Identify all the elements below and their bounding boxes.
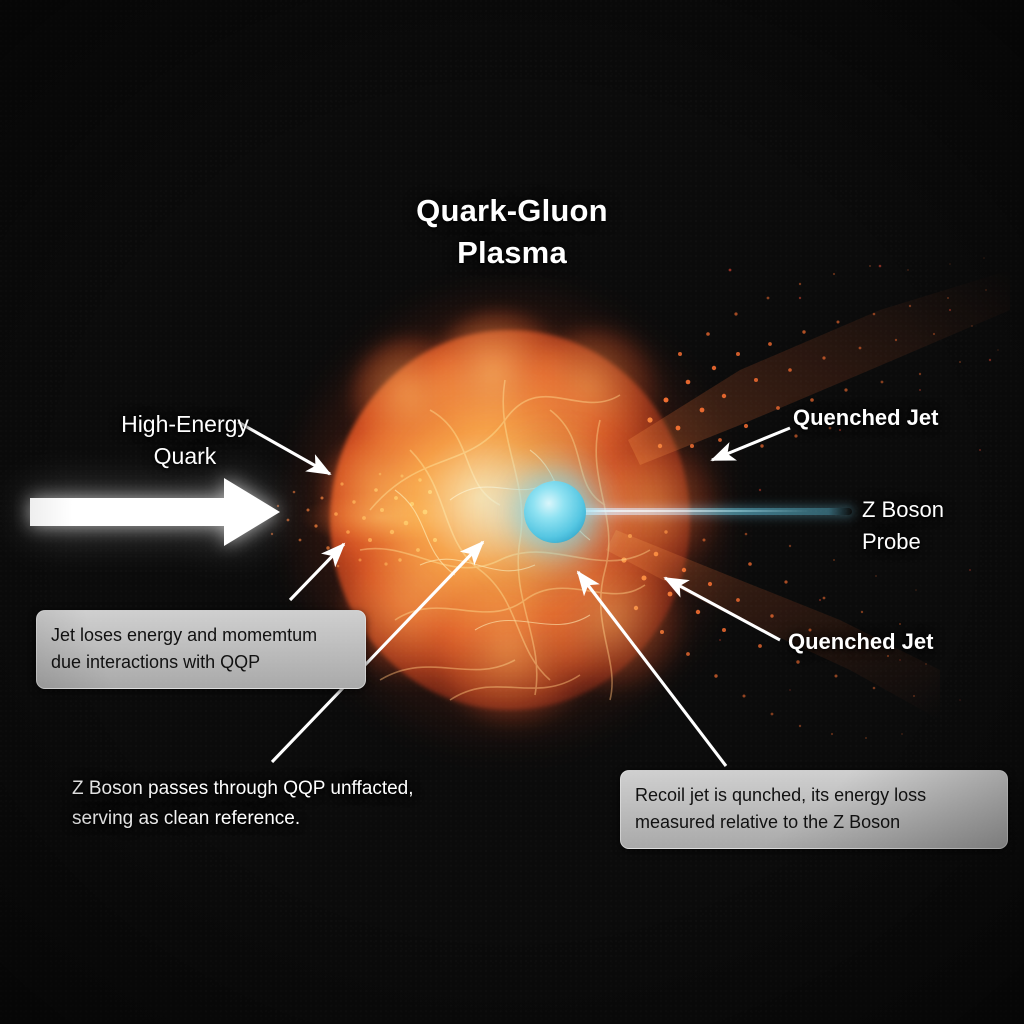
- z-boson-sphere: [524, 481, 586, 543]
- label-quenched-jet-bottom: Quenched Jet: [788, 629, 934, 654]
- callout-jet-energy-loss: Jet loses energy and momemtum due intera…: [36, 610, 366, 689]
- z-boson-beam-core: [560, 510, 810, 512]
- page-title: Quark-Gluon Plasma: [416, 193, 608, 270]
- label-z-boson-probe: Z Boson Probe: [862, 497, 944, 554]
- label-quenched-jet-top: Quenched Jet: [793, 405, 939, 430]
- high-energy-quark-arrow: [28, 476, 288, 548]
- caption-z-boson-reference: Z Boson passes through QQP unffacted, se…: [72, 778, 414, 829]
- callout-recoil-jet: Recoil jet is qunched, its energy loss m…: [620, 770, 1008, 849]
- label-high-energy-quark: High-Energy Quark: [121, 411, 249, 469]
